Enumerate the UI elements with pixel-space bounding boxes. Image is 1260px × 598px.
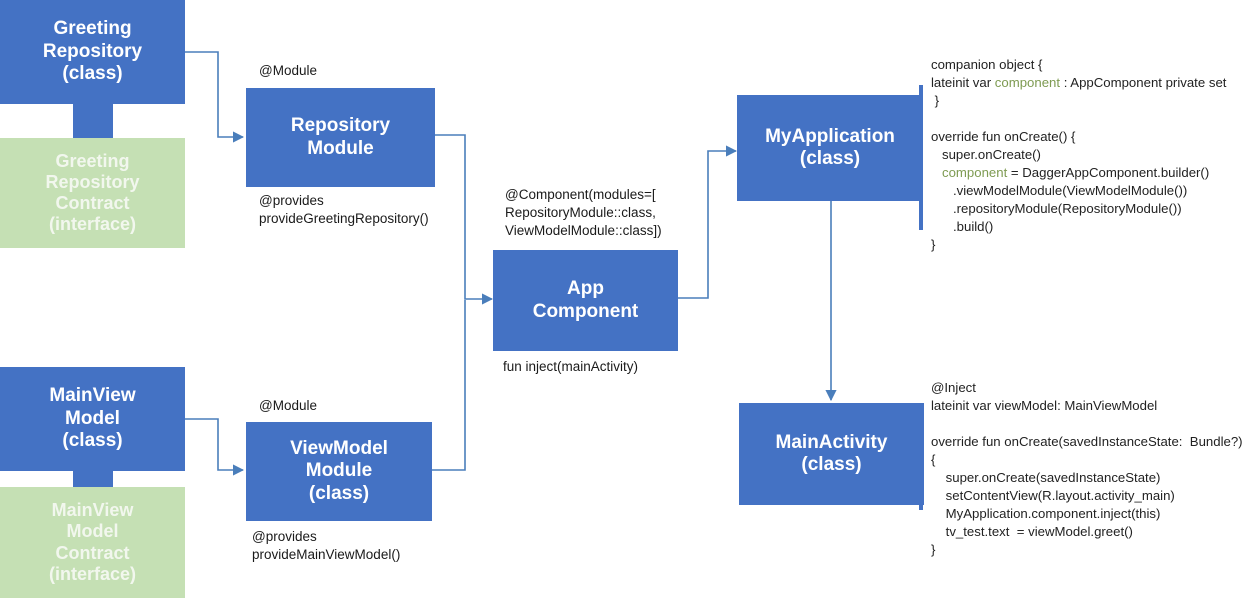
code-my-l5: override fun onCreate() { [931,128,1076,144]
node-app-component[interactable]: App Component [493,250,678,351]
node-mainviewmodel-line2: Model [65,407,120,429]
node-greeting-repository-contract-line4: (interface) [48,214,137,235]
node-mainviewmodel-contract-line3: Contract [55,542,130,563]
code-my-l8: .viewModelModule(ViewModelModule()) [931,182,1188,198]
code-ma-l2: lateinit var viewModel: MainViewModel [931,397,1158,413]
node-app-component-line1: App [567,278,604,300]
node-greeting-repository-line1: Greeting [53,18,132,40]
wire-repositorymodule-to-appcomponent [435,134,494,305]
code-my-l2c: : AppComponent private set [1060,74,1227,90]
code-my-l6: super.onCreate() [931,146,1041,162]
code-ma-l4: override fun onCreate(savedInstanceState… [931,433,1243,449]
code-my-l3: } [931,92,940,108]
code-my-l11: } [931,236,936,252]
node-mainviewmodel-contract-line4: (interface) [48,563,137,584]
node-mainactivity-line1: MainActivity [775,431,888,453]
node-greeting-repository-line3: (class) [62,63,123,85]
node-mainviewmodel[interactable]: MainView Model (class) [0,367,185,471]
node-greeting-repository-contract-line1: Greeting [55,150,130,171]
node-mainviewmodel-line3: (class) [62,430,123,452]
code-ma-l10: } [931,541,936,557]
node-myapplication-line2: (class) [799,148,861,169]
code-my-l7c: = DaggerAppComponent.builder() [1007,164,1210,180]
node-greeting-repository-line2: Repository [42,40,143,62]
node-mainactivity[interactable]: MainActivity (class) [739,403,924,505]
code-block-myapplication: companion object { lateinit var componen… [931,56,1251,253]
node-app-component-line2: Component [532,300,639,322]
code-my-l10: .build() [931,218,994,234]
node-greeting-repository-contract[interactable]: Greeting Repository Contract (interface) [0,138,185,248]
node-myapplication[interactable]: MyApplication (class) [737,95,923,201]
node-myapplication-line1: MyApplication [765,125,895,147]
node-repository-module-line1: Repository [290,115,391,137]
node-repository-module-line2: Module [307,137,374,159]
wire-viewmodelmodule-to-appcomponent [432,300,466,471]
node-mainviewmodel-contract-line2: Model [66,521,119,542]
code-ma-l5: { [931,451,936,467]
annotation-repository-module-top: @Module [259,63,317,78]
node-greeting-repository-contract-line3: Contract [55,193,130,213]
code-my-l2b: component [994,74,1061,90]
wire-appcomponent-to-myapplication [678,145,738,299]
code-block-mainactivity: @Inject lateinit var viewModel: MainView… [931,379,1251,559]
node-mainviewmodel-line1: MainView [49,385,136,407]
annotation-viewmodel-module-top: @Module [259,398,317,413]
node-viewmodel-module-line2: Module [305,460,373,482]
code-ma-l7: setContentView(R.layout.activity_main) [931,487,1175,503]
node-repository-module[interactable]: Repository Module [246,88,435,187]
connector-bar-greeting [73,100,113,142]
wire-mainviewmodel-to-viewmodelmodule [185,418,245,476]
annotation-viewmodel-module-bottom: @provides provideMainViewModel() [252,529,401,562]
node-mainactivity-line2: (class) [801,454,862,475]
node-viewmodel-module[interactable]: ViewModel Module (class) [246,422,432,521]
code-ma-l9: tv_test.text = viewModel.greet() [931,523,1133,539]
node-mainviewmodel-contract[interactable]: MainView Model Contract (interface) [0,487,185,598]
annotation-app-component-top: @Component(modules=[ RepositoryModule::c… [505,187,662,238]
code-my-l7b: component [942,164,1008,180]
code-ma-l6: super.onCreate(savedInstanceState) [931,469,1161,485]
code-my-l7a [931,165,942,180]
node-greeting-repository-contract-line2: Repository [45,171,140,192]
code-my-l2a: lateinit var [931,74,995,90]
code-rail-mainactivity [919,405,923,510]
code-my-l9: .repositoryModule(RepositoryModule()) [931,200,1182,216]
annotation-repository-module-bottom: @provides provideGreetingRepository() [259,193,429,226]
node-viewmodel-module-line3: (class) [308,482,370,504]
annotation-app-component-bottom: fun inject(mainActivity) [503,359,639,374]
code-ma-l1: @Inject [931,380,976,395]
node-mainviewmodel-contract-line1: MainView [51,500,134,521]
node-viewmodel-module-line1: ViewModel [290,437,388,459]
code-my-l1: companion object { [931,57,1043,72]
node-greeting-repository[interactable]: Greeting Repository (class) [0,0,185,104]
wire-greeting-to-repositorymodule [185,51,245,143]
code-rail-myapplication [919,85,923,230]
code-ma-l8: MyApplication.component.inject(this) [931,505,1161,521]
